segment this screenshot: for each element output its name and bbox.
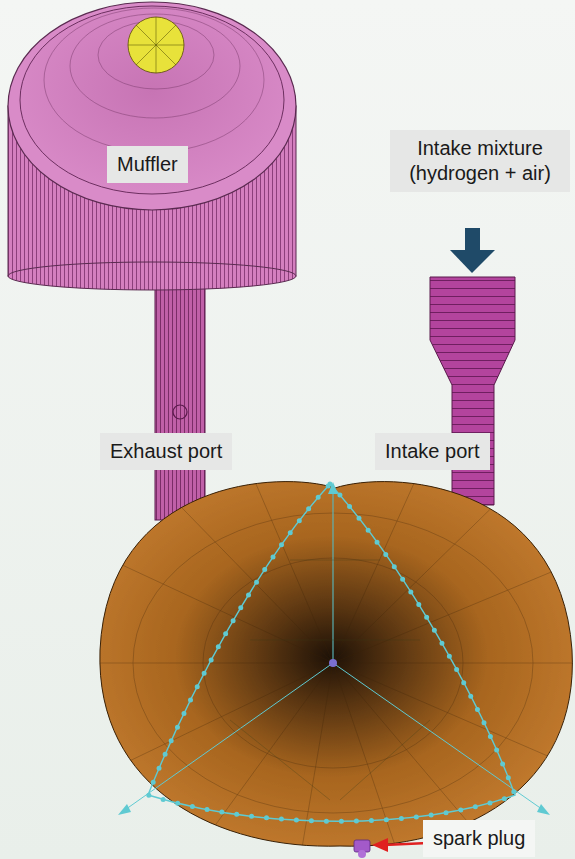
flow-label: Intake mixture (hydrogen + air): [390, 130, 570, 192]
part-label: Intake port: [375, 433, 490, 470]
label-text: Exhaust port: [110, 439, 222, 464]
part-label: Exhaust port: [100, 433, 232, 470]
part-label: Muffler: [107, 146, 188, 183]
part-label: spark plug: [423, 820, 535, 857]
label-text: Intake port: [385, 439, 480, 464]
label-text: spark plug: [433, 826, 525, 851]
label-text: Muffler: [117, 152, 178, 177]
label-text: Intake mixture (hydrogen + air): [400, 136, 560, 186]
